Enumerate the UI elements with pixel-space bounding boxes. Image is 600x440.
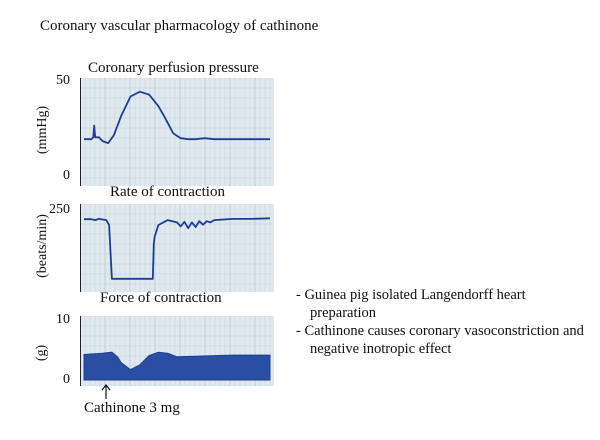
figure-title: Coronary vascular pharmacology of cathin… (40, 18, 319, 34)
chart-panel-pressure (80, 78, 274, 186)
ytick-pressure-top: 50 (56, 73, 70, 88)
note-item: - Cathinone causes coronary vasoconstric… (296, 323, 584, 357)
panel-title-pressure: Coronary perfusion pressure (88, 60, 259, 76)
panel-title-force: Force of contraction (100, 290, 222, 306)
ytick-force-top: 10 (56, 312, 70, 327)
panel-title-rate: Rate of contraction (110, 184, 225, 200)
arrow-up-icon (101, 384, 111, 399)
chart-panel-force (80, 316, 274, 386)
ytick-force-bottom: 0 (63, 372, 70, 387)
ylabel-pressure: (mmHg) (35, 105, 50, 155)
notes-list: - Guinea pig isolated Langendorff heart … (296, 286, 586, 358)
series-line (84, 217, 271, 280)
ytick-rate-top: 250 (49, 202, 70, 217)
ytick-pressure-bottom: 0 (63, 168, 70, 183)
series-area (83, 351, 271, 381)
ylabel-force: (g) (34, 344, 49, 362)
chart-panel-rate (80, 204, 274, 292)
series-line (84, 90, 270, 144)
cathinone-annotation: Cathinone 3 mg (84, 400, 180, 416)
note-item: - Guinea pig isolated Langendorff heart … (296, 287, 526, 321)
